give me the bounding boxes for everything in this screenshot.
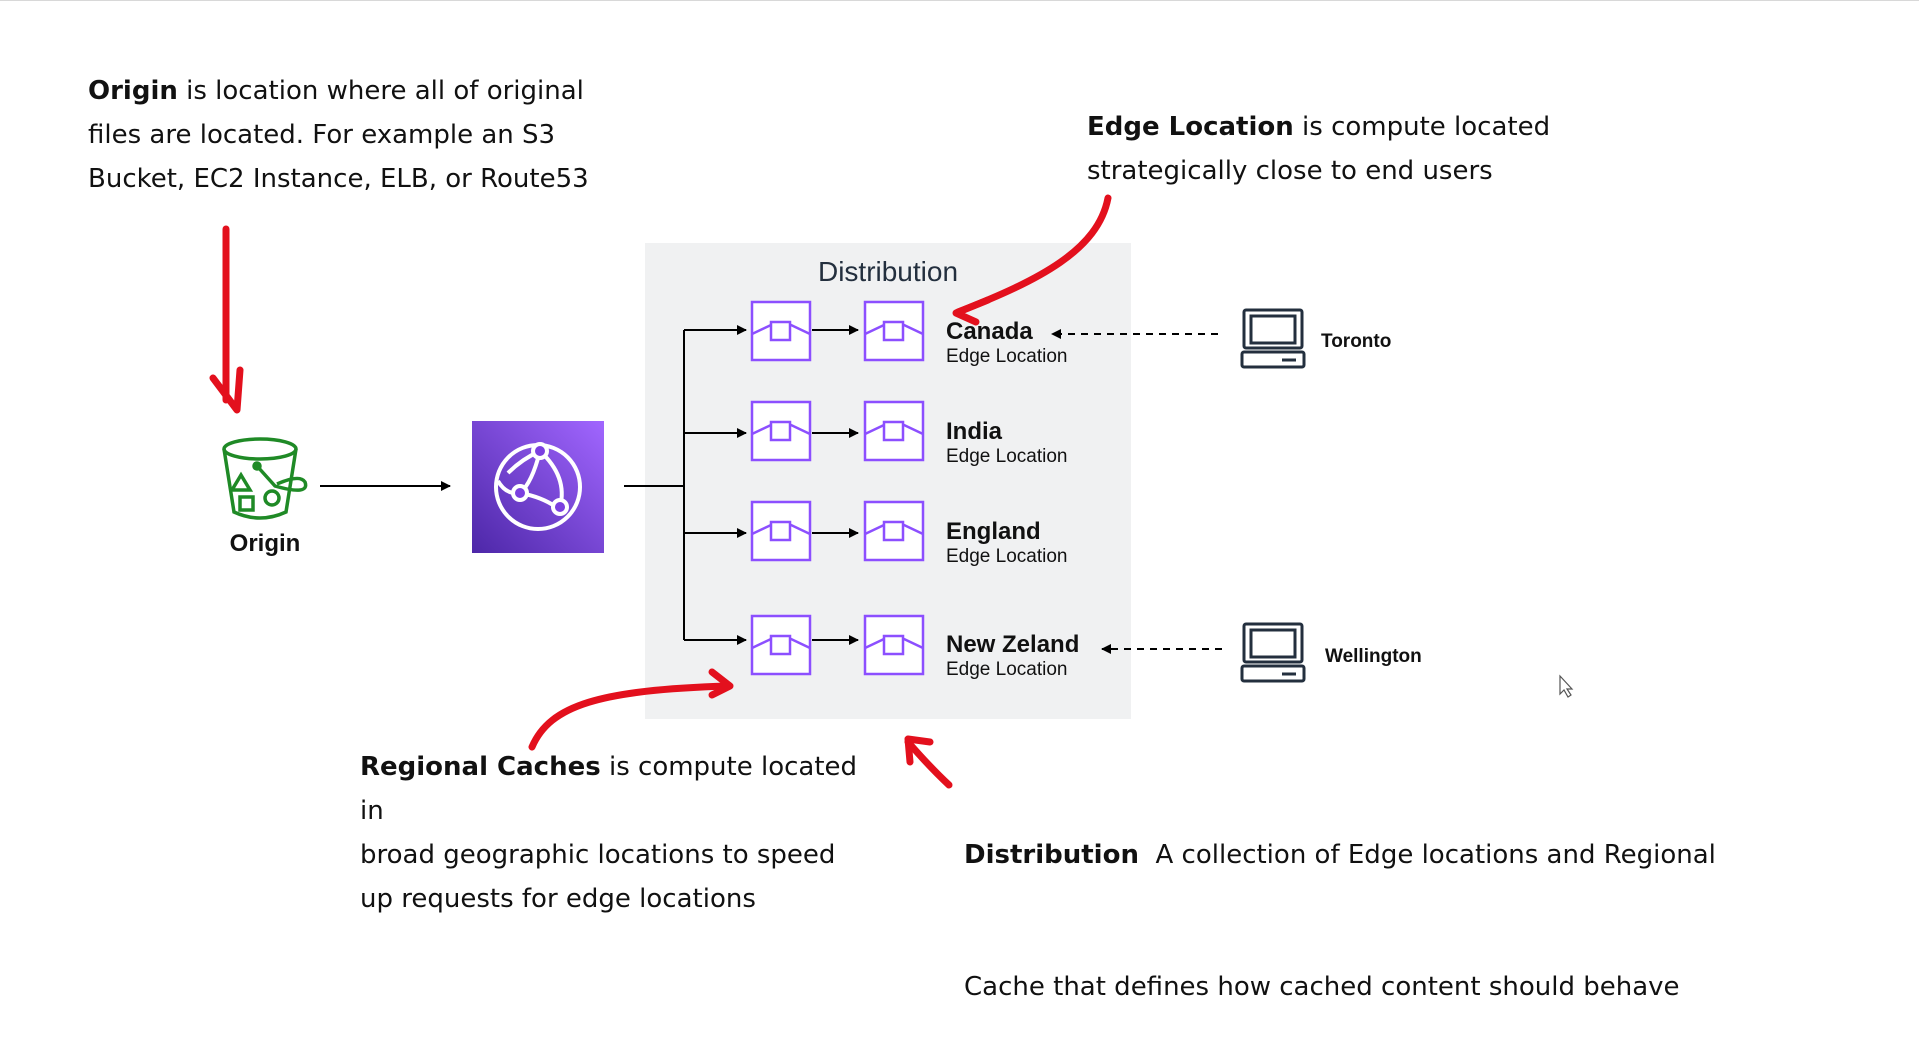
user-label-toronto: Toronto	[1321, 331, 1392, 352]
edge-cache-icons	[750, 300, 925, 676]
regional-cache-icon-canada	[750, 300, 812, 362]
diagram-connectors	[209, 194, 1574, 789]
distribution-note-line-2: Cache that defines how cached content sh…	[964, 972, 1680, 1002]
location-england: England Edge Location	[946, 518, 1068, 568]
cdn-fanout	[624, 325, 747, 645]
origin-label: Origin	[229, 530, 301, 557]
location-type: Edge Location	[946, 446, 1068, 467]
annotation-arrows	[209, 194, 1112, 789]
regional-note-line-2: broad geographic locations to speed	[360, 840, 836, 870]
location-type: Edge Location	[946, 659, 1068, 680]
regional-cache-icon-india	[750, 400, 812, 462]
annotation-arrowhead-edge	[952, 296, 992, 326]
origin-note-line-2: files are located. For example an S3	[88, 120, 556, 150]
edge-cache-icon-canada	[863, 300, 925, 362]
computer-icon	[1240, 307, 1306, 371]
origin-note-line-1: Origin is location where all of original	[88, 76, 584, 106]
edge-cache-icon-england	[863, 500, 925, 562]
edge-location-note: Edge Location is compute located strateg…	[1087, 105, 1587, 193]
edge-cache-icon-new-zealand	[863, 614, 925, 676]
distribution-title: Distribution	[817, 256, 959, 287]
computer-icon	[1240, 621, 1306, 685]
annotation-arrowhead-regional	[708, 668, 734, 699]
location-india: India Edge Location	[946, 418, 1068, 468]
edge-note-line-1: Edge Location is compute located	[1087, 112, 1551, 142]
location-name: Canada	[946, 318, 1033, 345]
user-request-arrows	[1051, 329, 1222, 654]
regional-note-line-1: Regional Caches is compute located in	[360, 752, 858, 826]
regional-to-edge-arrows	[812, 325, 859, 645]
location-type: Edge Location	[946, 546, 1068, 567]
annotation-arrow-regional	[528, 682, 732, 751]
distribution-note-line-1: Distribution A collection of Edge locati…	[964, 840, 1716, 870]
annotation-arrowhead-origin	[209, 366, 244, 414]
top-divider	[0, 0, 1919, 1]
s3-bucket-icon	[215, 434, 315, 524]
location-name: India	[946, 418, 1003, 445]
mouse-cursor-icon	[1559, 674, 1574, 698]
annotation-arrowhead-distribution	[904, 735, 934, 766]
regional-caches-note: Regional Caches is compute located in br…	[360, 745, 880, 921]
edge-cache-icon-india	[863, 400, 925, 462]
edge-note-line-2: strategically close to end users	[1087, 156, 1493, 186]
location-type: Edge Location	[946, 346, 1068, 367]
location-name: England	[946, 518, 1041, 545]
origin-note-line-3: Bucket, EC2 Instance, ELB, or Route53	[88, 164, 589, 194]
user-label-wellington: Wellington	[1325, 646, 1422, 667]
origin-note: Origin is location where all of original…	[88, 69, 648, 201]
location-canada: Canada Edge Location	[946, 318, 1068, 368]
annotation-arrow-edge	[954, 194, 1112, 316]
regional-note-line-3: up requests for edge locations	[360, 884, 756, 914]
location-name: New Zeland	[946, 631, 1080, 658]
regional-cache-icon-new-zealand	[750, 614, 812, 676]
location-new-zealand: New Zeland Edge Location	[946, 631, 1079, 681]
regional-cache-icon-england	[750, 500, 812, 562]
annotation-arrow-distribution	[904, 738, 953, 789]
cloudfront-icon	[472, 421, 604, 553]
